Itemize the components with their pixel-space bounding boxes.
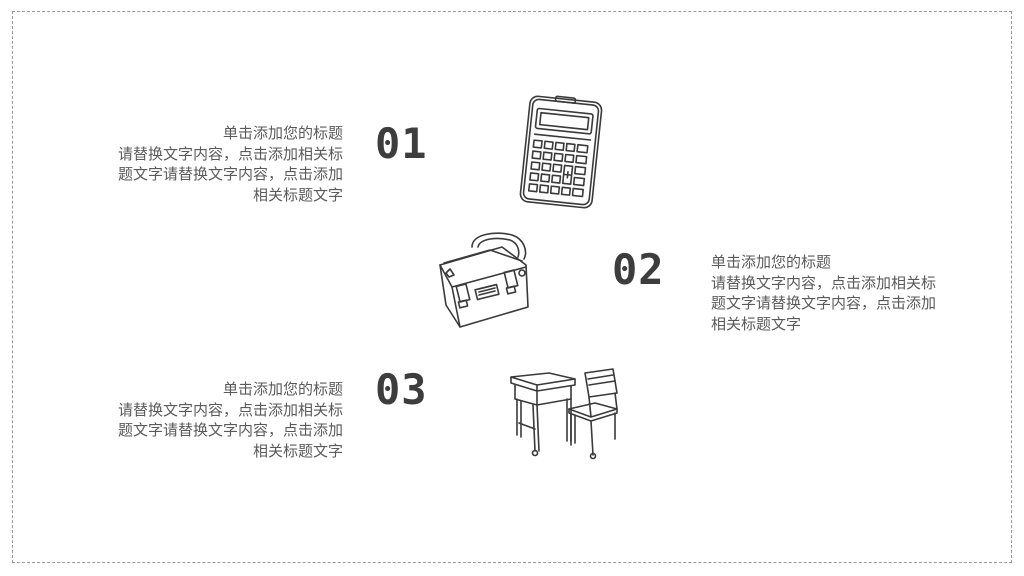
item-3-body[interactable]: 请替换文字内容，点击添加相关标 题文字请替换文字内容，点击添加 相关标题文字 <box>117 400 343 460</box>
item-3-number: 03 <box>375 365 428 414</box>
item-2-number: 02 <box>612 245 665 294</box>
item-2-title[interactable]: 单击添加您的标题 <box>711 253 832 271</box>
item-1-body[interactable]: 请替换文字内容，点击添加相关标 题文字请替换文字内容，点击添加 相关标题文字 <box>117 144 343 204</box>
slide-frame <box>12 11 1012 563</box>
item-2-body[interactable]: 请替换文字内容，点击添加相关标 题文字请替换文字内容，点击添加 相关标题文字 <box>711 273 937 333</box>
item-2-text[interactable]: 单击添加您的标题 请替换文字内容，点击添加相关标 题文字请替换文字内容，点击添加… <box>711 252 1001 334</box>
desk-chair-icon <box>510 368 618 460</box>
item-1-number: 01 <box>375 119 428 168</box>
item-1-title[interactable]: 单击添加您的标题 <box>222 124 343 142</box>
school-bag-icon <box>439 232 529 328</box>
item-1-text[interactable]: 单击添加您的标题 请替换文字内容，点击添加相关标 题文字请替换文字内容，点击添加… <box>60 123 343 205</box>
item-3-text[interactable]: 单击添加您的标题 请替换文字内容，点击添加相关标 题文字请替换文字内容，点击添加… <box>60 379 343 461</box>
calculator-icon <box>519 95 603 209</box>
item-3-title[interactable]: 单击添加您的标题 <box>222 380 343 398</box>
